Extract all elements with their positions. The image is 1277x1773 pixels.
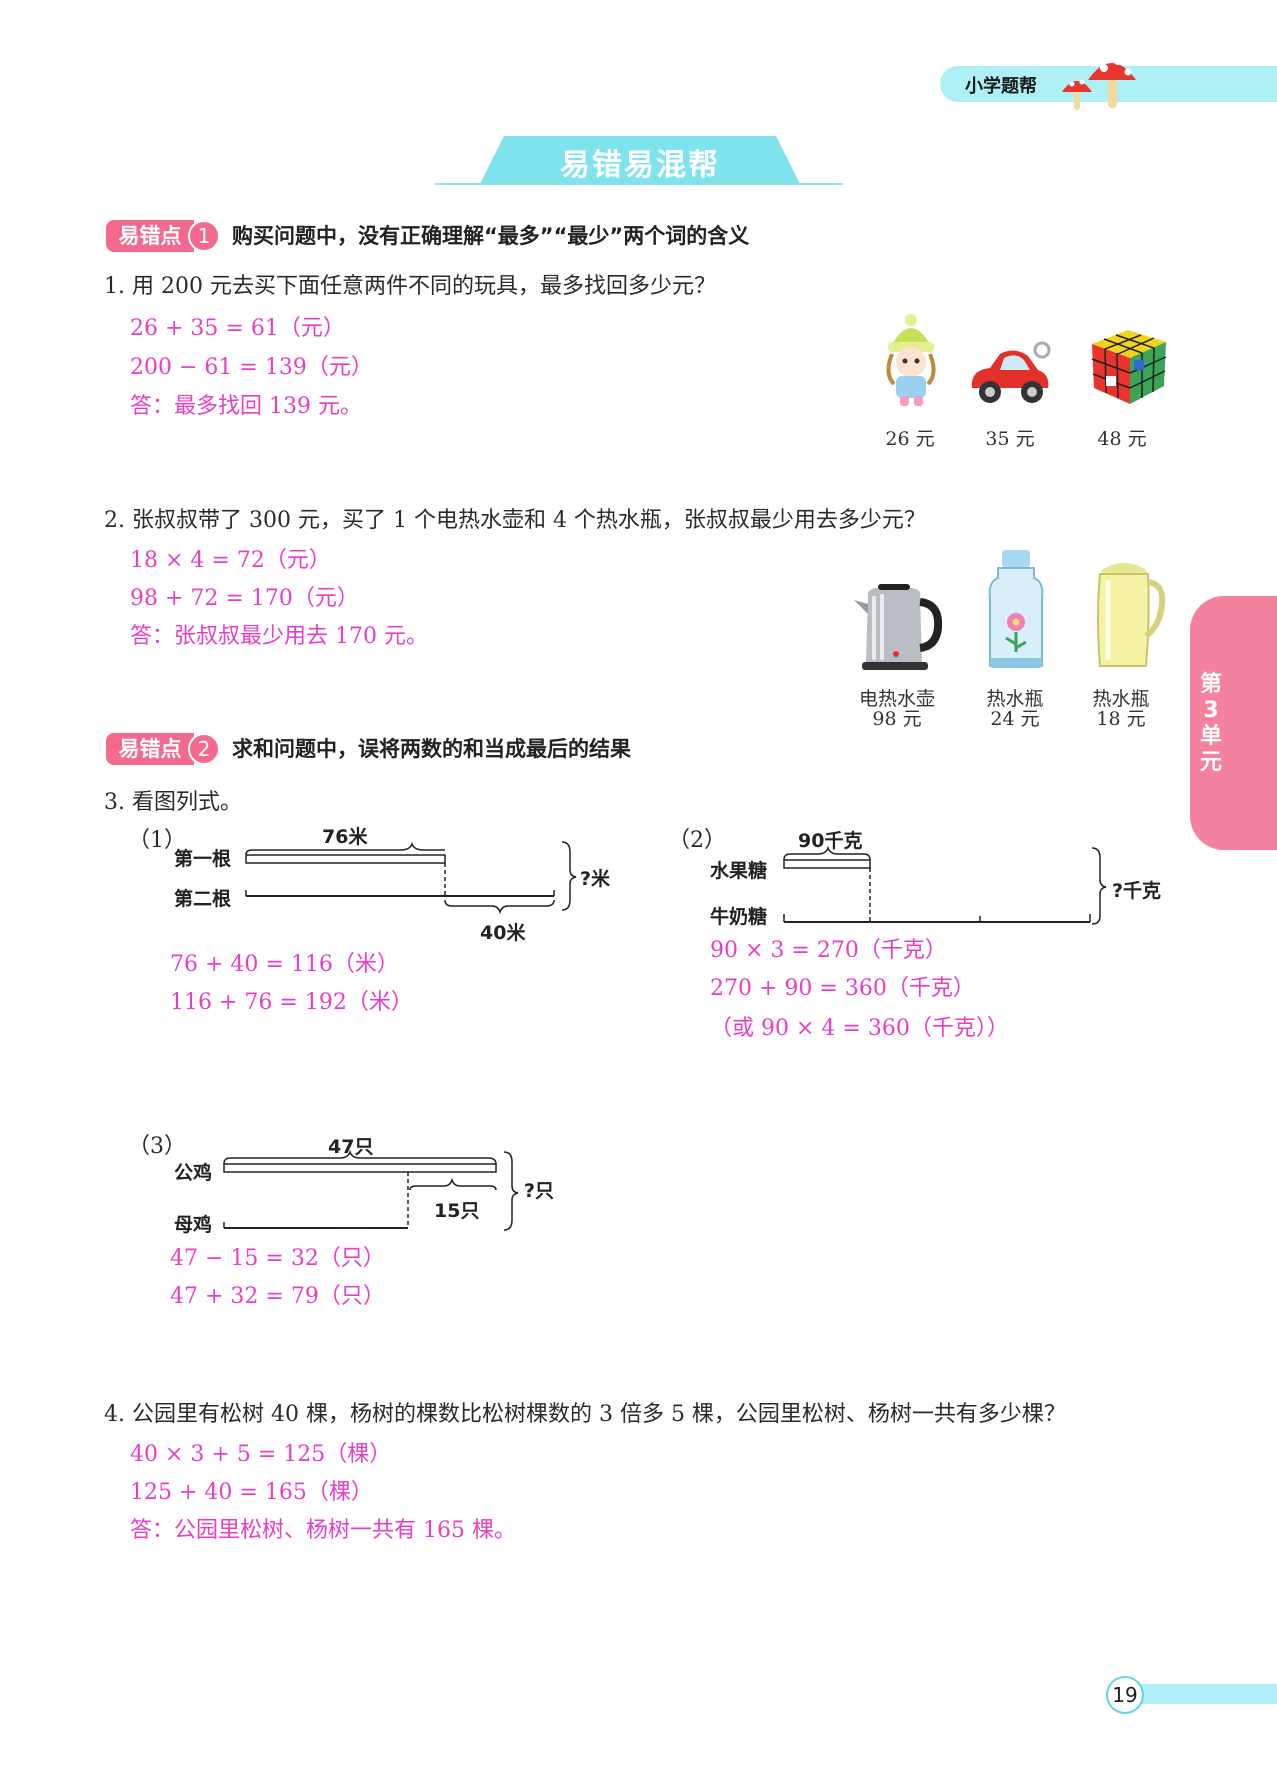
diagram-3-row-1-label: 公鸡 <box>174 1162 213 1184</box>
error-point-title: 求和问题中，误将两数的和当成最后的结果 <box>232 737 631 761</box>
banner-shape <box>480 136 800 184</box>
error-point-number: 2 <box>188 733 220 765</box>
d2-answer-line-3: （或 90 × 4 = 360（千克）） <box>710 1016 1009 1041</box>
diagram-1-line-diagram <box>245 841 577 915</box>
flask-price: 24 元 <box>990 708 1040 730</box>
q2-answer-line-1: 18 × 4 = 72（元） <box>130 548 331 573</box>
page-number: 19 <box>1106 1676 1144 1714</box>
q4-answer-line-2: 125 + 40 = 165（棵） <box>130 1480 373 1505</box>
diagram-3-row-2-label: 母鸡 <box>174 1214 213 1236</box>
q2-answer-line-3: 答：张叔叔最少用去 170 元。 <box>130 624 428 649</box>
diagram-3-diff-label: 15只 <box>434 1200 480 1222</box>
question-2-text: 2. 张叔叔带了 300 元，买了 1 个电热水壶和 4 个热水瓶，张叔叔最少用… <box>104 508 926 533</box>
diagram-2-number: （2） <box>668 828 726 853</box>
diagram-1-number: （1） <box>128 828 186 853</box>
q1-answer-line-3: 答：最多找回 139 元。 <box>130 394 362 419</box>
q4-answer-line-3: 答：公园里松树、杨树一共有 165 棵。 <box>130 1518 516 1543</box>
diagram-2-row-2-label: 牛奶糖 <box>710 906 768 928</box>
d3-answer-line-1: 47 − 15 = 32（只） <box>170 1246 385 1271</box>
error-point-tag-1: 易错点 1 购买问题中，没有正确理解“最多”“最少”两个词的含义 <box>106 220 866 252</box>
diagram-1-top-label: 76米 <box>322 826 368 848</box>
kettle-price: 98 元 <box>872 708 922 730</box>
q1-answer-line-1: 26 + 35 = 61（元） <box>130 316 345 341</box>
diagram-1-bottom-label: 40米 <box>480 922 526 944</box>
diagram-3-line-diagram <box>223 1149 519 1231</box>
unit-side-tab <box>1190 596 1277 850</box>
banner-underline <box>435 183 843 185</box>
diagram-3-number: （3） <box>128 1134 186 1159</box>
thermos-flask-icon <box>988 550 1044 668</box>
d1-answer-line-2: 116 + 76 = 192（米） <box>170 990 413 1015</box>
toy-car-icon <box>971 341 1051 403</box>
diagram-2-line-diagram <box>783 845 1107 925</box>
q2-answer-line-2: 98 + 72 = 170（元） <box>130 586 359 611</box>
error-point-title: 购买问题中，没有正确理解“最多”“最少”两个词的含义 <box>232 224 750 248</box>
rubiks-cube-price: 48 元 <box>1097 428 1147 450</box>
banner-title: 易错易混帮 <box>560 148 720 183</box>
q4-answer-line-1: 40 × 3 + 5 = 125（棵） <box>130 1442 392 1467</box>
diagram-3-top-label: 47只 <box>328 1136 374 1158</box>
doll-price: 26 元 <box>885 428 935 450</box>
flask-name: 热水瓶 <box>986 688 1044 710</box>
diagram-2-total-label: ?千克 <box>1112 880 1162 902</box>
thermos-jug-icon <box>1097 563 1166 667</box>
doll-icon <box>886 314 936 406</box>
jug-name: 热水瓶 <box>1092 688 1150 710</box>
error-point-tag-2: 易错点 2 求和问题中，误将两数的和当成最后的结果 <box>106 733 806 765</box>
footer-strip <box>1130 1684 1277 1704</box>
error-point-pill: 易错点 <box>106 220 194 252</box>
error-point-number: 1 <box>188 220 220 252</box>
electric-kettle-icon <box>854 584 942 670</box>
rubiks-cube-icon <box>1091 330 1167 404</box>
diagram-1-row-2-label: 第二根 <box>174 888 232 910</box>
diagram-2-top-label: 90千克 <box>798 830 863 852</box>
q1-answer-line-2: 200 − 61 = 139（元） <box>130 355 373 380</box>
kettle-name: 电热水壶 <box>858 688 935 710</box>
diagram-1-total-label: ?米 <box>580 868 611 890</box>
brand-label: 小学题帮 <box>965 76 1037 97</box>
diagram-1-row-1-label: 第一根 <box>174 848 232 870</box>
d3-answer-line-2: 47 + 32 = 79（只） <box>170 1284 385 1309</box>
question-4-text: 4. 公园里有松树 40 棵，杨树的棵数比松树棵数的 3 倍多 5 棵，公园里松… <box>104 1402 1066 1427</box>
jug-price: 18 元 <box>1096 708 1146 730</box>
d2-answer-line-2: 270 + 90 = 360（千克） <box>710 976 975 1001</box>
diagram-3-total-label: ?只 <box>524 1180 555 1202</box>
question-1-text: 1. 用 200 元去买下面任意两件不同的玩具，最多找回多少元？ <box>104 274 716 299</box>
diagram-2-row-1-label: 水果糖 <box>710 860 768 882</box>
d2-answer-line-1: 90 × 3 = 270（千克） <box>710 938 947 963</box>
question-3-text: 3. 看图列式。 <box>104 790 242 815</box>
mushroom-icon <box>1062 55 1136 110</box>
unit-side-tab-label: 第3单元 <box>1199 672 1222 775</box>
error-point-pill: 易错点 <box>106 733 194 765</box>
d1-answer-line-1: 76 + 40 = 116（米） <box>170 952 399 977</box>
toy-car-price: 35 元 <box>985 428 1035 450</box>
